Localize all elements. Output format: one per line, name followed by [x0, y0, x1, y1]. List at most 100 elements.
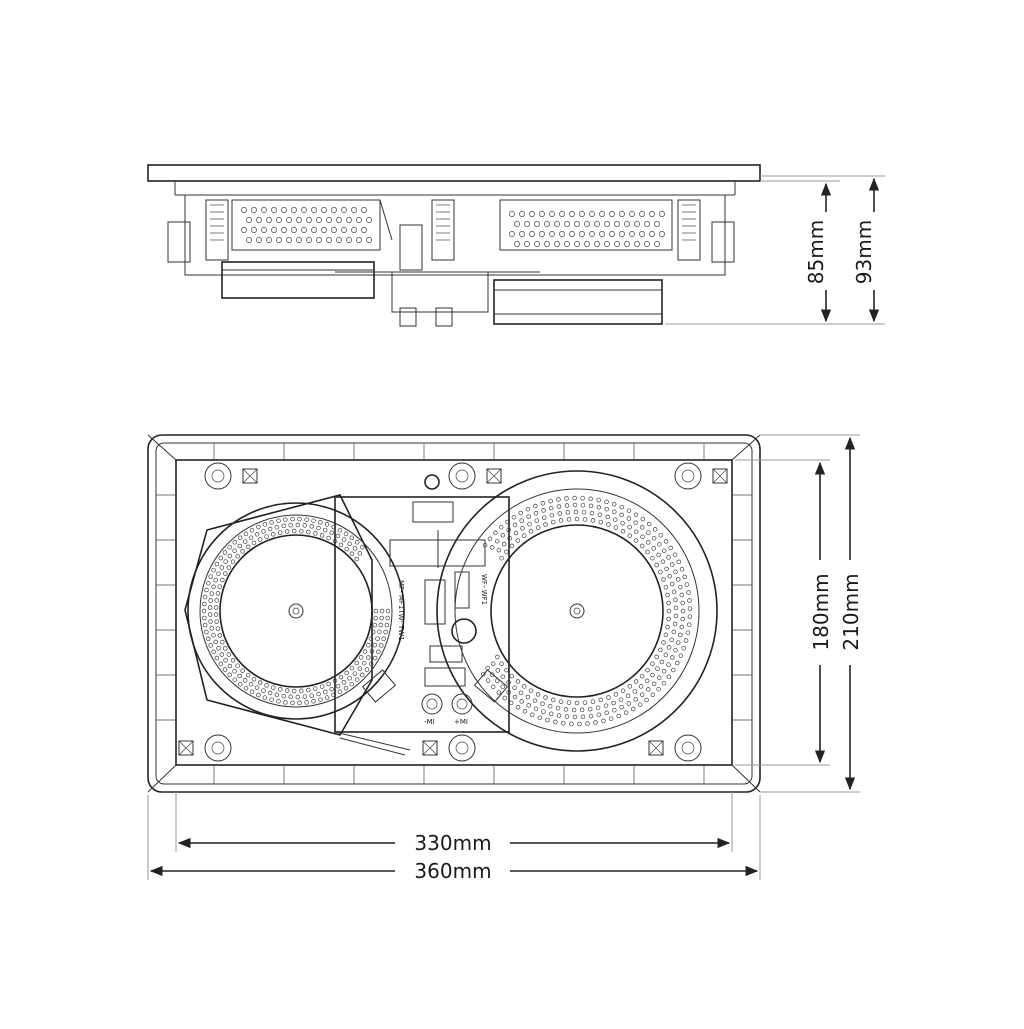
side-hole [599, 231, 605, 237]
perforation-hole [572, 502, 578, 508]
perforation-hole [490, 661, 496, 667]
perforation-hole [678, 584, 683, 590]
perforation-hole [550, 519, 556, 525]
perforation-hole [651, 681, 657, 687]
side-hole [336, 217, 342, 223]
perforation-hole [354, 677, 360, 682]
perforation-hole [650, 661, 655, 667]
perforation-hole [495, 654, 500, 660]
perforation-hole [612, 707, 617, 713]
perforation-hole [626, 516, 632, 521]
perforation-hole [232, 540, 238, 545]
perforation-hole [520, 526, 525, 531]
clamp-latch-x [648, 740, 664, 756]
perforation-hole [646, 530, 651, 535]
perforation-hole [318, 520, 323, 525]
perforation-hole [613, 692, 619, 697]
perforation-hole [207, 605, 213, 610]
perforation-hole [684, 582, 690, 587]
side-hole [361, 207, 367, 213]
clamp-latch-x [422, 740, 438, 756]
perforation-hole [240, 549, 245, 554]
perforation-hole [678, 632, 683, 638]
perforation-hole [626, 508, 632, 513]
perforation-hole [639, 543, 645, 549]
perforation-hole [364, 667, 370, 672]
perforation-hole [604, 710, 609, 716]
side-hole [271, 207, 277, 213]
perforation-hole [222, 667, 228, 672]
perforation-hole [302, 694, 308, 699]
perforation-hole [230, 658, 236, 663]
perforation-hole [227, 663, 233, 669]
side-hole [261, 207, 267, 213]
perforation-hole [326, 681, 331, 687]
perforation-hole [211, 632, 216, 638]
perforation-hole [256, 524, 261, 530]
side-hole [296, 217, 302, 223]
clamp-latch [648, 740, 664, 756]
perforation-hole [509, 543, 515, 549]
perforation-hole [354, 660, 360, 666]
perforation-hole [245, 672, 251, 678]
perforation-hole [211, 584, 216, 590]
side-hole [654, 221, 660, 227]
perforation-hole [220, 639, 225, 645]
perforation-hole [217, 633, 223, 638]
perforation-hole [354, 556, 360, 562]
clamp-screw-left [205, 199, 229, 261]
perforation-hole [663, 652, 669, 658]
side-hole [534, 241, 540, 247]
perforation-hole [558, 518, 564, 523]
perforation-hole [372, 642, 378, 648]
side-hole [524, 241, 530, 247]
perforation-hole [269, 697, 274, 702]
side-hole [266, 237, 272, 243]
perforation-hole [257, 537, 263, 542]
perforation-hole [633, 529, 639, 534]
perforation-hole [573, 509, 579, 515]
perforation-hole [519, 699, 524, 704]
perforation-hole [541, 515, 547, 520]
perforation-hole [525, 694, 531, 700]
perforation-hole [216, 646, 221, 651]
side-hole [256, 217, 262, 223]
perforation-hole [569, 721, 574, 727]
perforation-hole [243, 531, 249, 537]
perforation-hole [288, 522, 293, 528]
perforation-hole [537, 715, 543, 720]
perforation-hole [550, 697, 556, 703]
perforation-hole [214, 619, 219, 624]
perforation-hole [366, 655, 371, 660]
perforation-hole [566, 700, 572, 705]
side-flange [147, 164, 761, 182]
perforation-hole [508, 700, 514, 706]
perforation-hole [564, 496, 569, 501]
perforation-hole [341, 537, 347, 542]
side-hole [286, 217, 292, 223]
perforation-hole [245, 544, 251, 550]
perforation-hole [499, 555, 504, 561]
perforation-hole [650, 692, 656, 698]
side-hole [316, 237, 322, 243]
side-hole [644, 241, 650, 247]
side-hole [659, 231, 665, 237]
perforation-hole [543, 522, 548, 527]
perforation-hole [213, 612, 219, 617]
perforation-hole [582, 517, 588, 522]
perforation-hole [242, 539, 248, 544]
perforation-hole [261, 529, 266, 534]
perforation-hole [504, 549, 509, 555]
side-hole [281, 227, 287, 233]
clamp-screw-center [431, 199, 455, 261]
perforation-hole [216, 571, 221, 576]
clamp-latch [486, 468, 502, 484]
perforation-hole [605, 514, 610, 520]
perforation-hole [291, 688, 297, 694]
perforation-hole [620, 520, 625, 526]
perforation-hole [206, 580, 211, 586]
side-hole [619, 231, 625, 237]
side-hole [604, 241, 610, 247]
perforation-hole [215, 626, 221, 631]
perforation-hole [685, 630, 691, 635]
